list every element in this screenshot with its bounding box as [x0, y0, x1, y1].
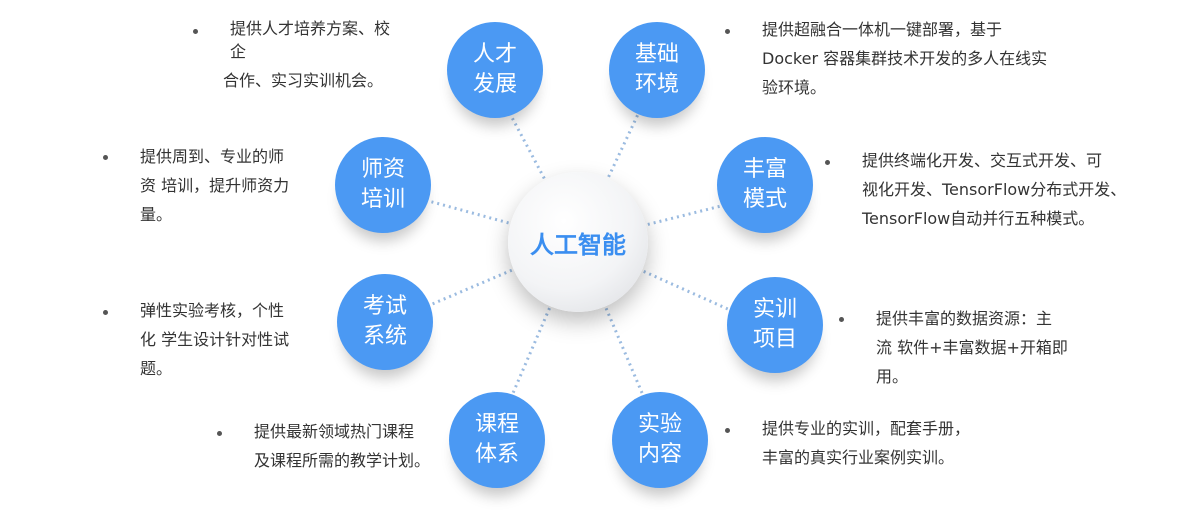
desc-curriculum: 提供最新领域热门课程及课程所需的教学计划。 [254, 417, 430, 475]
node-label: 实验内容 [637, 412, 682, 467]
desc-exam: 弹性实验考核，个性化 学生设计针对性试题。 [140, 296, 289, 383]
node-label: 师资培训 [360, 157, 405, 212]
node-label: 课程体系 [474, 412, 519, 467]
desc-line: Docker 容器集群技术开发的多人在线实 [762, 49, 1048, 68]
desc-line: 企 [230, 42, 247, 61]
node-label: 实训项目 [752, 297, 797, 352]
center-node: 人工智能 [508, 172, 648, 312]
desc-line: 化 学生设计针对性试 [140, 330, 290, 349]
bullet-icon [825, 160, 830, 165]
node-experiments: 实验内容 [612, 392, 708, 488]
desc-line: 资 培训，提升师资力 [140, 176, 290, 195]
bullet-icon [217, 431, 222, 436]
desc-line: 提供最新领域热门课程 [254, 422, 415, 441]
center-label: 人工智能 [530, 230, 626, 259]
node-talent: 人才发展 [447, 22, 543, 118]
bullet-icon [725, 428, 730, 433]
node-modes: 丰富模式 [717, 137, 813, 233]
desc-line: 题。 [140, 359, 173, 378]
desc-line: 提供丰富的数据资源：主 [876, 309, 1053, 328]
desc-line: 提供人才培养方案、校 [230, 19, 391, 38]
desc-line: 量。 [140, 205, 173, 224]
node-teacher-training: 师资培训 [335, 137, 431, 233]
desc-modes: 提供终端化开发、交互式开发、可视化开发、TensorFlow分布式开发、 Tens… [862, 146, 1126, 233]
desc-teacher-training: 提供周到、专业的师资 培训，提升师资力量。 [140, 142, 289, 229]
desc-talent: 提供人才培养方案、校企合作、实习实训机会。 [223, 17, 391, 92]
desc-experiments: 提供专业的实训，配套手册， 丰富的真实行业案例实训。 [762, 414, 970, 472]
node-label: 人才发展 [472, 42, 517, 97]
desc-line: 提供专业的实训，配套手册， [762, 419, 971, 438]
node-infrastructure: 基础环境 [609, 22, 705, 118]
bullet-icon [103, 155, 108, 160]
desc-projects: 提供丰富的数据资源：主流 软件+丰富数据+开箱即用。 [876, 304, 1068, 391]
node-exam: 考试系统 [337, 274, 433, 370]
desc-infrastructure: 提供超融合一体机一键部署，基于 Docker 容器集群技术开发的多人在线实验环境。 [762, 15, 1047, 102]
node-label: 基础环境 [634, 42, 679, 97]
bullet-icon [103, 310, 108, 315]
node-label: 丰富模式 [742, 157, 787, 212]
desc-line: 弹性实验考核，个性 [140, 301, 285, 320]
desc-line: 视化开发、TensorFlow分布式开发、 [862, 180, 1127, 199]
desc-line: 提供超融合一体机一键部署，基于 [762, 20, 1003, 39]
bullet-icon [839, 317, 844, 322]
desc-line: TensorFlow自动并行五种模式。 [862, 209, 1095, 228]
desc-line: 合作、实习实训机会。 [223, 71, 384, 90]
bullet-icon [725, 29, 730, 34]
desc-line: 及课程所需的教学计划。 [254, 451, 431, 470]
desc-line: 流 软件+丰富数据+开箱即 [876, 338, 1068, 357]
node-curriculum: 课程体系 [449, 392, 545, 488]
desc-line: 提供周到、专业的师 [140, 147, 285, 166]
desc-line: 丰富的真实行业案例实训。 [762, 448, 955, 467]
desc-line: 验环境。 [762, 78, 827, 97]
bullet-icon [193, 29, 198, 34]
desc-line: 提供终端化开发、交互式开发、可 [862, 151, 1103, 170]
desc-line: 用。 [876, 367, 909, 386]
node-label: 考试系统 [362, 294, 407, 349]
node-projects: 实训项目 [727, 277, 823, 373]
